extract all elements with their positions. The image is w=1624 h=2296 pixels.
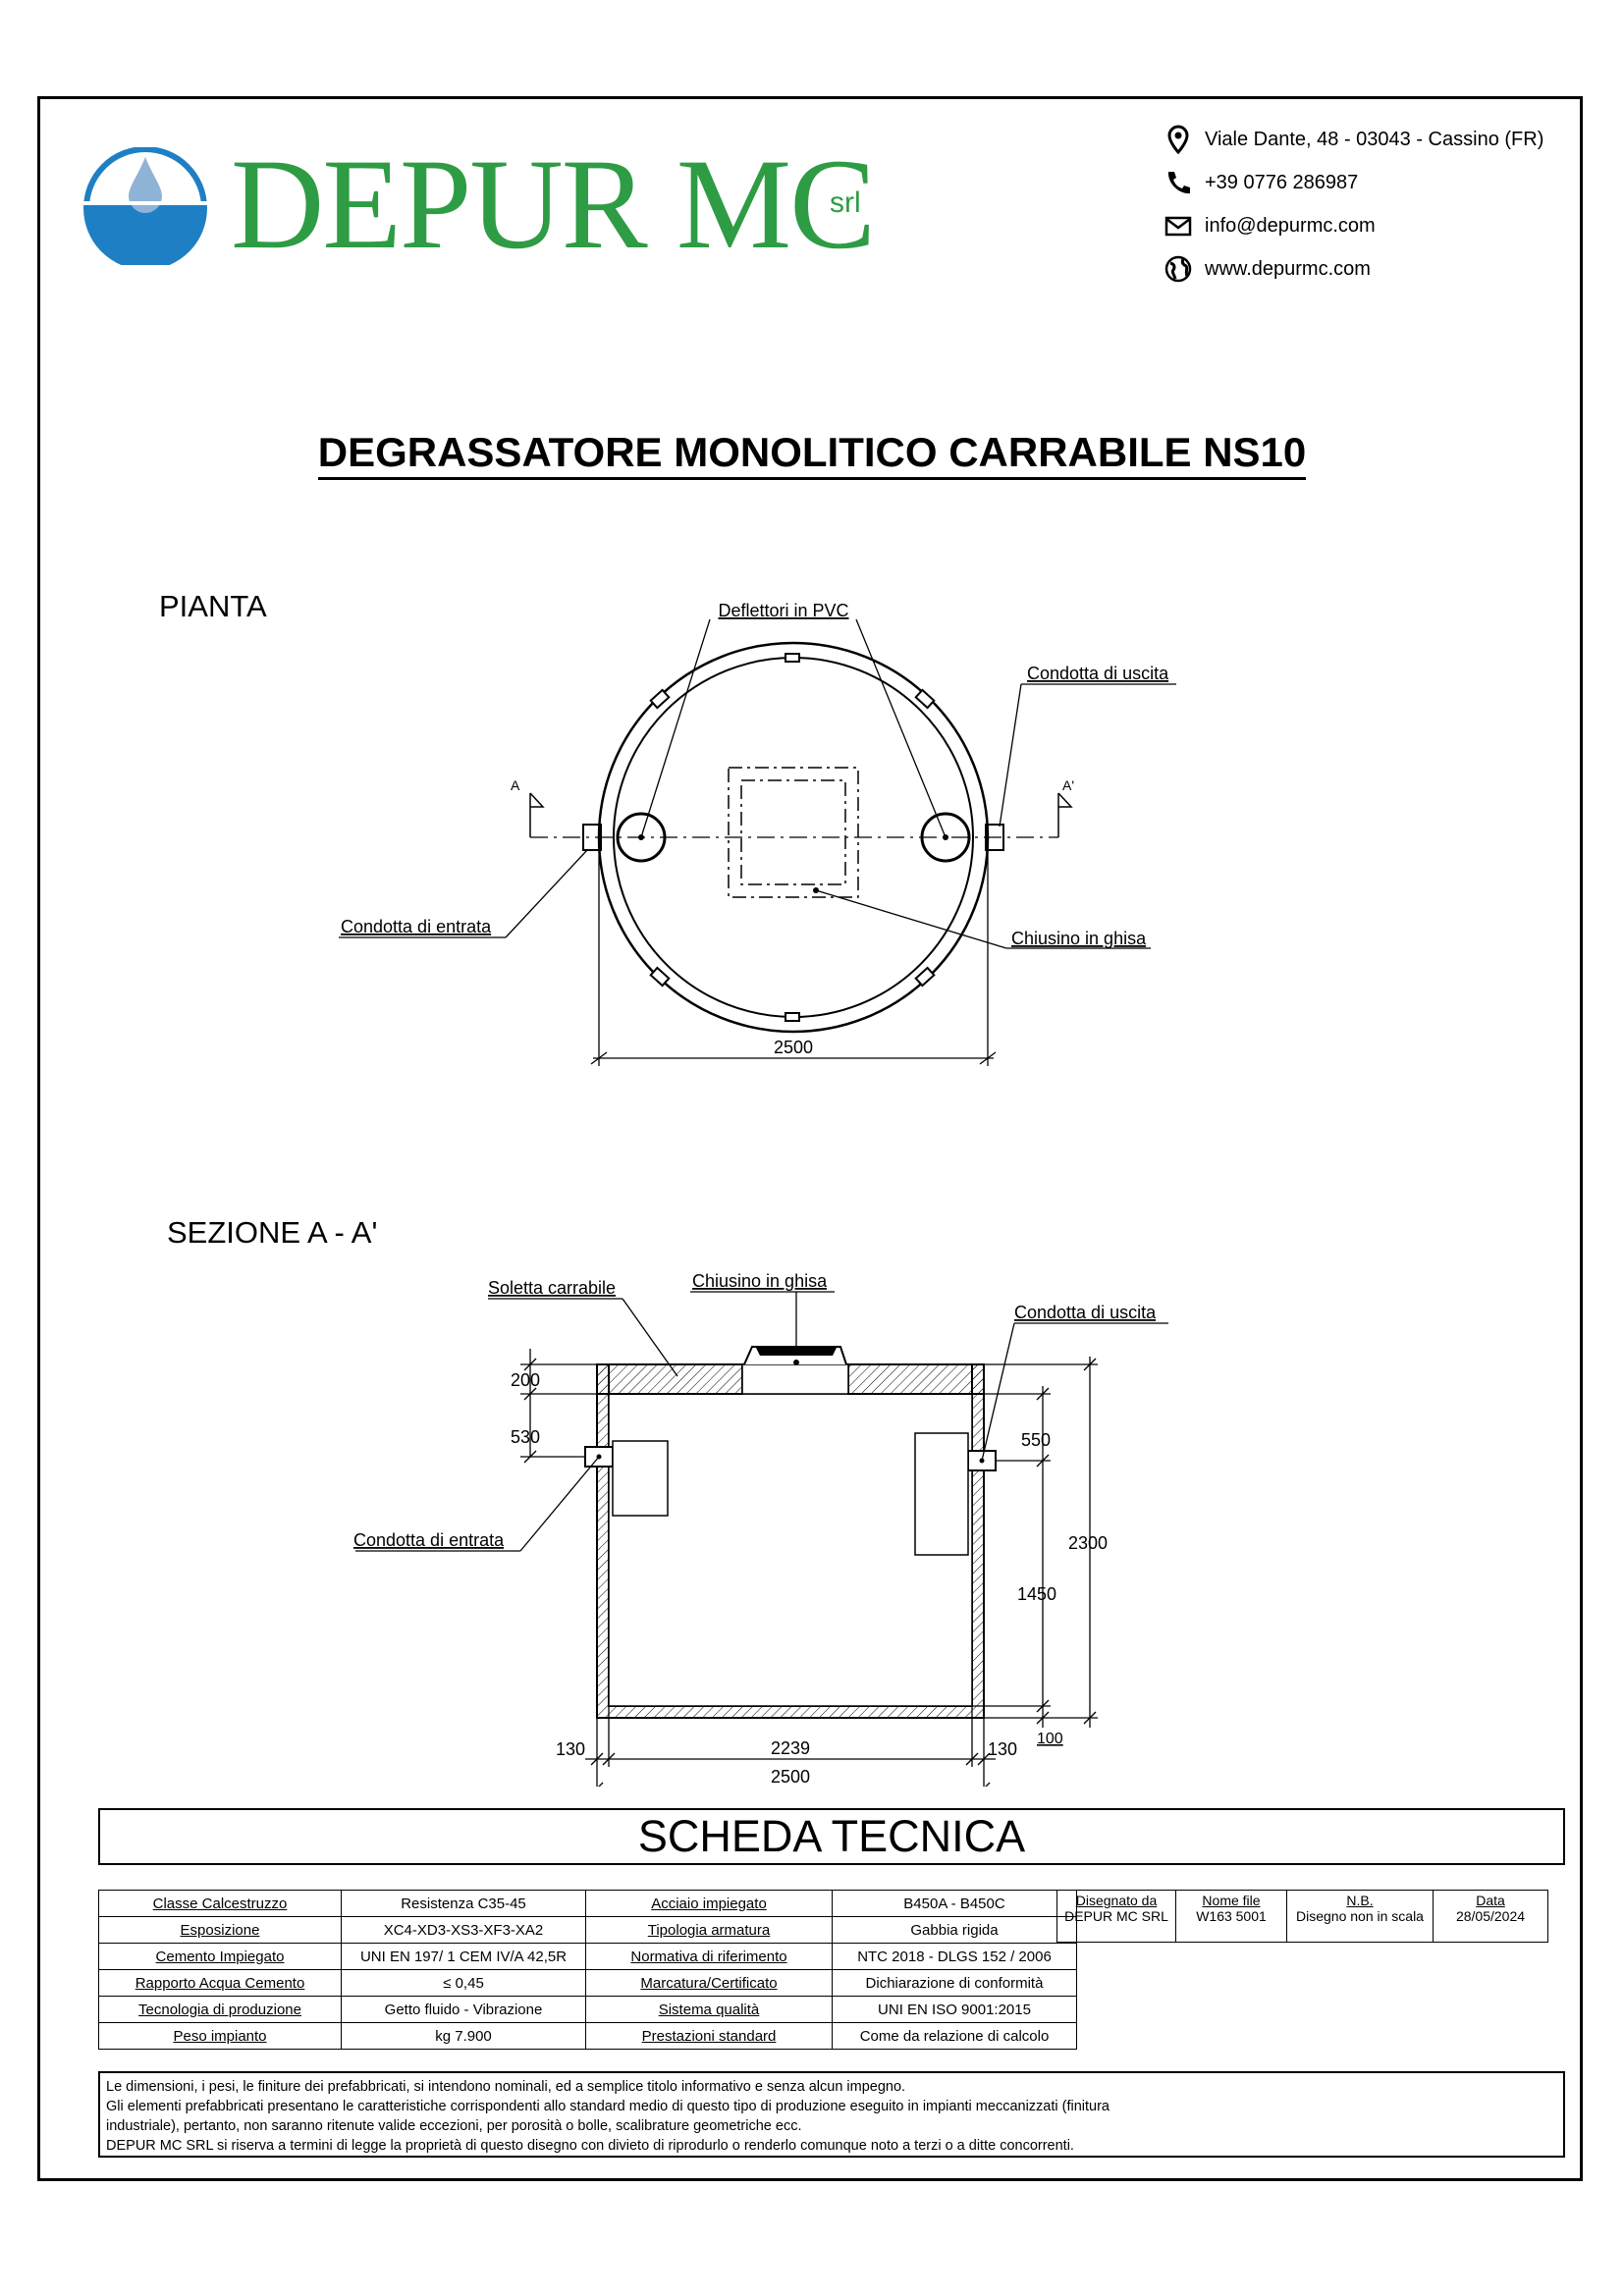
spec-key: Classe Calcestruzzo — [98, 1890, 342, 1917]
scheda-tecnica-title: SCHEDA TECNICA — [98, 1808, 1565, 1865]
dim-130-left: 130 — [556, 1739, 585, 1759]
dim-530: 530 — [511, 1427, 540, 1447]
website-row: www.depurmc.com — [1164, 247, 1543, 291]
plan-uscita-label: Condotta di uscita — [1027, 664, 1169, 683]
plan-deflettori-label: Deflettori in PVC — [718, 601, 848, 620]
meta-nb-cell: N.B. Disegno non in scala — [1286, 1890, 1434, 1943]
dim-550: 550 — [1021, 1430, 1051, 1450]
meta-nb-value: Disegno non in scala — [1296, 1908, 1424, 1924]
section-chiusino-label: Chiusino in ghisa — [692, 1271, 828, 1291]
disclaimer-line: industriale), pertanto, non saranno rite… — [106, 2118, 802, 2134]
meta-file-header: Nome file — [1202, 1893, 1261, 1908]
spec-key: Prestazioni standard — [585, 2022, 833, 2050]
spec-value: B450A - B450C — [832, 1890, 1077, 1917]
disclaimer-line: DEPUR MC SRL si riserva a termini di leg… — [106, 2138, 1074, 2154]
meta-designed-cell: Disegnato da DEPUR MC SRL — [1056, 1890, 1176, 1943]
dim-2300: 2300 — [1068, 1533, 1108, 1553]
plan-chiusino-label: Chiusino in ghisa — [1011, 929, 1147, 948]
cut-marker-a: A — [511, 777, 520, 793]
spec-value: ≤ 0,45 — [341, 1969, 586, 1997]
spec-value: UNI EN ISO 9001:2015 — [832, 1996, 1077, 2023]
meta-file-value: W163 5001 — [1196, 1908, 1267, 1924]
globe-icon — [1164, 255, 1192, 283]
spec-value: Resistenza C35-45 — [341, 1890, 586, 1917]
logo-srl: srl — [830, 187, 861, 219]
contact-info: Viale Dante, 48 - 03043 - Cassino (FR) +… — [1164, 118, 1543, 291]
section-view-drawing: 200 530 550 2300 1450 100 130 2239 130 — [353, 1271, 1168, 1787]
spec-value: XC4-XD3-XS3-XF3-XA2 — [341, 1916, 586, 1944]
email-icon — [1164, 216, 1192, 237]
dim-200: 200 — [511, 1370, 540, 1390]
spec-key: Peso impianto — [98, 2022, 342, 2050]
dim-1450: 1450 — [1017, 1584, 1056, 1604]
plan-label: PIANTA — [159, 589, 267, 623]
spec-key: Tecnologia di produzione — [98, 1996, 342, 2023]
disclaimer-line: Le dimensioni, i pesi, le finiture dei p… — [106, 2079, 906, 2095]
spec-key: Acciaio impiegato — [585, 1890, 833, 1917]
dim-130-right: 130 — [988, 1739, 1017, 1759]
phone-row: +39 0776 286987 — [1164, 161, 1543, 204]
meta-designed-value: DEPUR MC SRL — [1064, 1908, 1168, 1924]
spec-value: Getto fluido - Vibrazione — [341, 1996, 586, 2023]
meta-file-cell: Nome file W163 5001 — [1175, 1890, 1287, 1943]
plan-dim-width: 2500 — [774, 1038, 813, 1057]
spec-value: Dichiarazione di conformità — [832, 1969, 1077, 1997]
spec-key: Rapporto Acqua Cemento — [98, 1969, 342, 1997]
address-row: Viale Dante, 48 - 03043 - Cassino (FR) — [1164, 118, 1543, 161]
dim-2500: 2500 — [771, 1767, 810, 1787]
company-logo: DEPUR MC srl — [83, 139, 889, 269]
spec-key: Tipologia armatura — [585, 1916, 833, 1944]
address-text: Viale Dante, 48 - 03043 - Cassino (FR) — [1205, 128, 1544, 150]
phone-icon — [1167, 172, 1190, 194]
meta-designed-header: Disegnato da — [1075, 1893, 1158, 1908]
email-text[interactable]: info@depurmc.com — [1205, 214, 1376, 237]
dim-100: 100 — [1037, 1731, 1063, 1747]
drawing-title: DEGRASSATORE MONOLITICO CARRABILE NS10 — [0, 429, 1624, 480]
meta-date-value: 28/05/2024 — [1455, 1908, 1526, 1924]
drawing-frame — [37, 96, 1583, 2181]
section-label: SEZIONE A - A' — [167, 1215, 378, 1250]
spec-key: Esposizione — [98, 1916, 342, 1944]
phone-text: +39 0776 286987 — [1205, 171, 1359, 193]
spec-key: Marcatura/Certificato — [585, 1969, 833, 1997]
disclaimer-line: Gli elementi prefabbricati presentano le… — [106, 2099, 1110, 2114]
spec-value: kg 7.900 — [341, 2022, 586, 2050]
spec-key: Normativa di riferimento — [585, 1943, 833, 1970]
spec-value: Gabbia rigida — [832, 1916, 1077, 1944]
meta-date-header: Data — [1476, 1893, 1505, 1908]
logo-text: DEPUR MC — [231, 132, 876, 276]
dim-2239: 2239 — [771, 1738, 810, 1758]
location-pin-icon — [1167, 125, 1189, 154]
website-text[interactable]: www.depurmc.com — [1205, 257, 1371, 280]
email-row: info@depurmc.com — [1164, 204, 1543, 247]
disclaimer-box: Le dimensioni, i pesi, le finiture dei p… — [98, 2071, 1565, 2158]
meta-table: Disegnato da DEPUR MC SRL Nome file W163… — [1056, 1890, 1548, 1943]
spec-value: NTC 2018 - DLGS 152 / 2006 — [832, 1943, 1077, 1970]
meta-date-cell: Data 28/05/2024 — [1433, 1890, 1548, 1943]
plan-view-drawing: A A' 2500 Deflettori in PVC Condotta di … — [339, 601, 1176, 1066]
cut-marker-a-prime: A' — [1062, 777, 1074, 793]
spec-key: Cemento Impiegato — [98, 1943, 342, 1970]
section-entrata-label: Condotta di entrata — [353, 1530, 505, 1550]
meta-nb-header: N.B. — [1346, 1893, 1374, 1908]
spec-value: UNI EN 197/ 1 CEM IV/A 42,5R — [341, 1943, 586, 1970]
spec-value: Come da relazione di calcolo — [832, 2022, 1077, 2050]
water-drop-logo-icon — [83, 147, 211, 265]
section-soletta-label: Soletta carrabile — [488, 1278, 616, 1298]
section-uscita-label: Condotta di uscita — [1014, 1303, 1157, 1322]
plan-entrata-label: Condotta di entrata — [341, 917, 492, 936]
spec-key: Sistema qualità — [585, 1996, 833, 2023]
